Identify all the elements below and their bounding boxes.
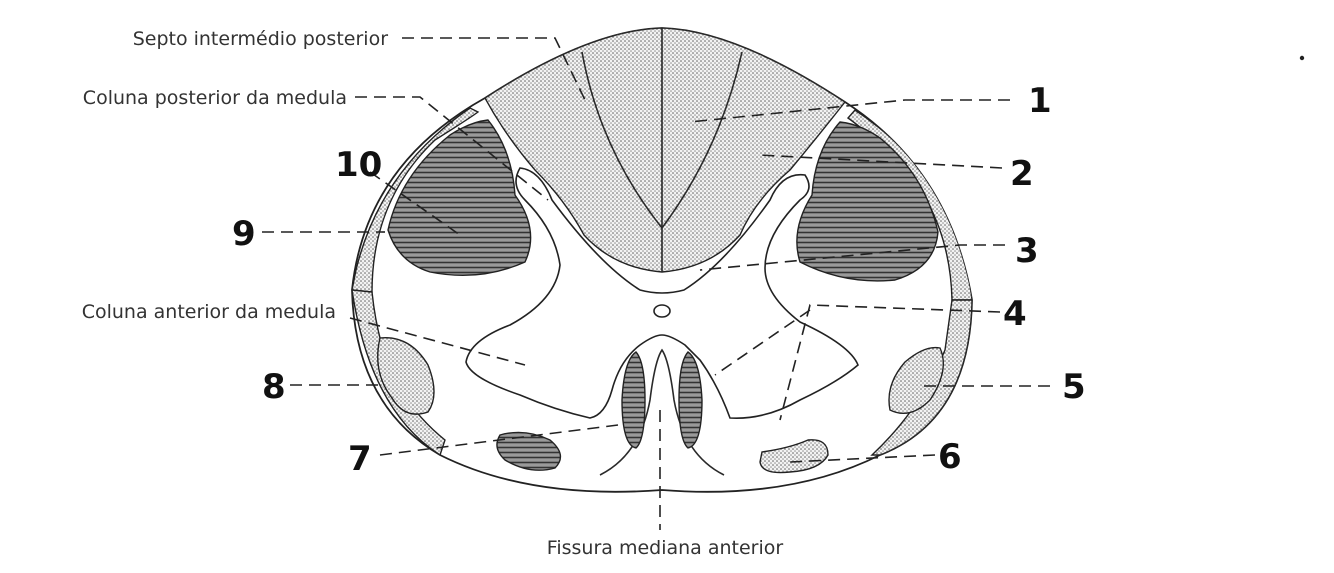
stray-dot bbox=[1300, 56, 1304, 60]
number-4: 4 bbox=[1003, 294, 1027, 334]
label-septo-intermedio-posterior: Septo intermédio posterior bbox=[133, 28, 389, 50]
number-10: 10 bbox=[335, 145, 382, 185]
number-7: 7 bbox=[348, 439, 372, 479]
number-6: 6 bbox=[938, 437, 962, 477]
number-3: 3 bbox=[1015, 231, 1039, 271]
label-coluna-anterior: Coluna anterior da medula bbox=[82, 301, 336, 323]
label-fissura-mediana-anterior: Fissura mediana anterior bbox=[547, 537, 784, 559]
label-coluna-posterior: Coluna posterior da medula bbox=[83, 87, 347, 109]
number-2: 2 bbox=[1010, 154, 1034, 194]
number-5: 5 bbox=[1062, 367, 1086, 407]
central-canal bbox=[654, 305, 670, 317]
number-1: 1 bbox=[1028, 81, 1052, 121]
number-8: 8 bbox=[262, 367, 286, 407]
number-9: 9 bbox=[232, 214, 256, 254]
